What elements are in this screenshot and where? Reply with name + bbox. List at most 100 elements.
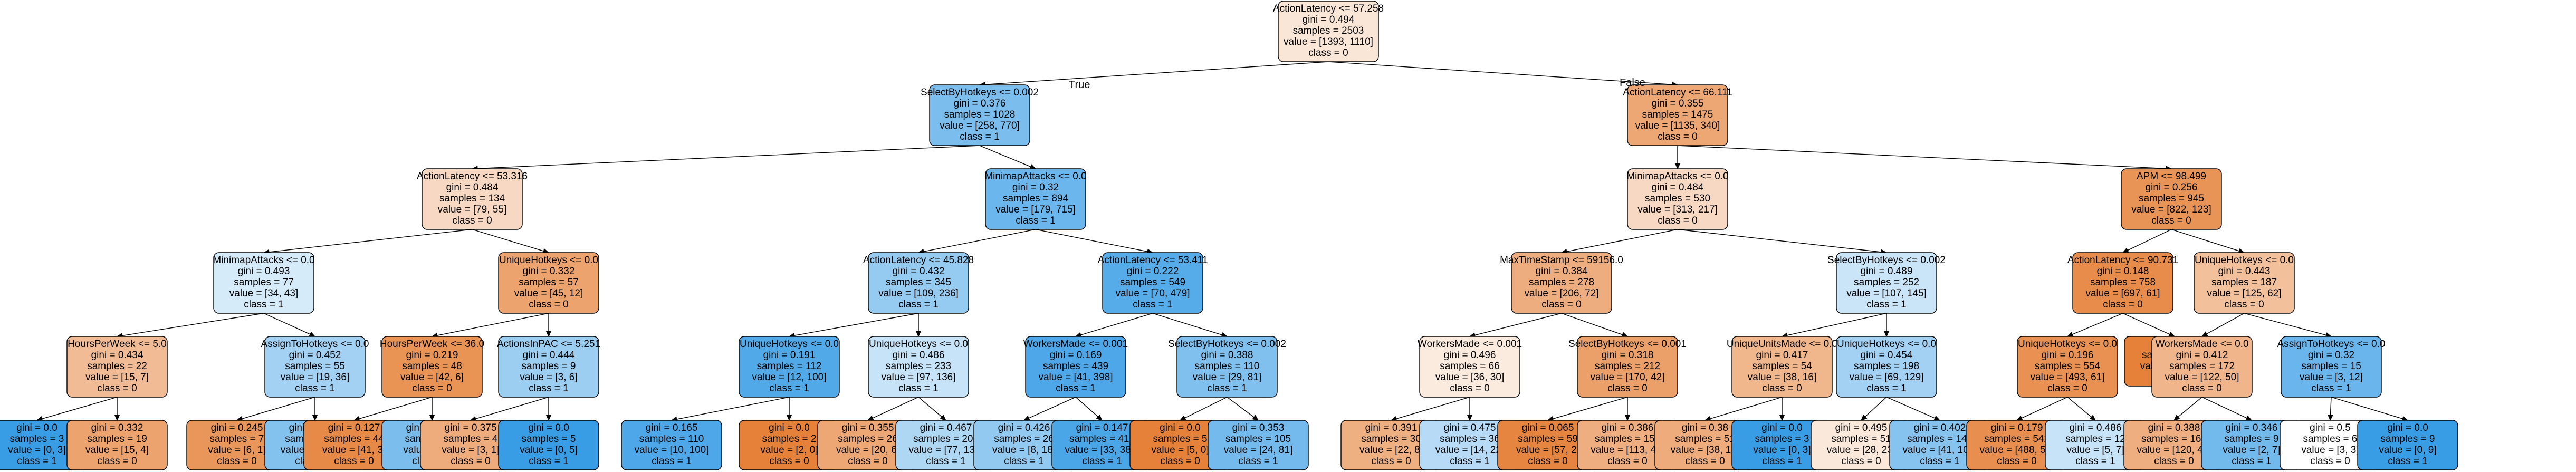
node-text-line: MaxTimeStamp <= 59156.0 [1500, 255, 1623, 266]
node-text-line: value = [97, 136] [881, 372, 955, 383]
node-text-line: gini = 0.454 [1861, 350, 1913, 361]
edge-arrowhead [2016, 415, 2023, 421]
node-text-line: samples = 134 [439, 193, 505, 204]
node-text-line: value = [36, 30] [1435, 372, 1504, 383]
node-text-line: samples = 66 [1440, 361, 1500, 372]
node-text-line: value = [29, 81] [1193, 372, 1261, 383]
node-text-line: value = [57, 2] [1516, 445, 1579, 456]
node-box [1419, 336, 1520, 398]
node-text-line: value = [2, 0] [760, 445, 818, 456]
node-text-line: samples = 542 [1984, 434, 2050, 445]
node-text-line: gini = 0.147 [1076, 422, 1128, 434]
tree-edge [1035, 229, 1148, 252]
node-text-line: value = [33, 380] [1065, 445, 1139, 456]
node-text-line: class = 1 [1082, 456, 1122, 467]
tree-edge [1396, 397, 1470, 419]
node-text-line: class = 0 [334, 456, 374, 467]
tree-edge [2206, 313, 2245, 334]
node-text-line: class = 1 [926, 456, 966, 467]
edge-label-false: False [1620, 77, 1645, 89]
node-text-line: value = [3, 12] [2300, 372, 2363, 383]
node-box [2072, 252, 2173, 314]
node-text-line: gini = 0.0 [528, 422, 569, 434]
node-text-line: value = [179, 715] [995, 204, 1076, 215]
node-text-line: gini = 0.169 [1050, 350, 1102, 361]
node-text-line: value = [70, 479] [1115, 288, 1190, 299]
node-box [929, 84, 1030, 146]
tree-edge [1566, 229, 1678, 252]
node-text-line: value = [1393, 1110] [1284, 36, 1373, 47]
node-text-line: gini = 0.384 [1536, 266, 1588, 277]
tree-edge [984, 61, 1329, 85]
node-box [498, 252, 599, 314]
node-text-line: samples = 233 [886, 361, 951, 372]
node-text-line: samples = 112 [757, 361, 822, 372]
node-box [422, 168, 523, 230]
node-text-line: samples = 945 [2139, 193, 2204, 204]
node-text-line: HoursPerWeek <= 36.0 [380, 339, 484, 350]
node-text-line: value = [5, 7] [2066, 445, 2124, 456]
node-text-line: class = 0 [769, 456, 809, 467]
node-text-line: class = 1 [2232, 456, 2272, 467]
node-text-line: samples = 163 [2141, 434, 2207, 445]
node-text-line: gini = 0.219 [406, 350, 458, 361]
node-text-line: samples = 549 [1120, 277, 1185, 288]
node-text-line: class = 0 [529, 299, 569, 310]
node-text-line: class = 1 [1016, 215, 1056, 226]
node-text-line: samples = 3 [10, 434, 64, 445]
node-text-line: MinimapAttacks <= 0.0 [984, 171, 1086, 182]
node-text-line: SelectByHotkeys <= 0.002 [1827, 255, 1946, 266]
node-text-line: class = 0 [452, 215, 492, 226]
node-text-line: class = 1 [2388, 456, 2428, 467]
node-text-line: HoursPerWeek <= 5.0 [68, 339, 167, 350]
node-text-line: gini = 0.494 [1303, 14, 1355, 25]
edge-arrowhead [1467, 415, 1473, 421]
node-box [1025, 336, 1126, 398]
node-text-line: value = [77, 130] [908, 445, 983, 456]
node-text-line: gini = 0.0 [769, 422, 810, 434]
node-text-line: value = [42, 6] [400, 372, 464, 383]
node-box [1278, 1, 1379, 62]
node-text-line: value = [14, 22] [1435, 445, 1504, 456]
tree-edge [1561, 313, 1623, 335]
node-box [2281, 336, 2382, 398]
node-text-line: UniqueHotkeys <= 0.0 [2018, 339, 2117, 350]
node-text-line: value = [38, 13] [1671, 445, 1739, 456]
node-text-line: class = 1 [529, 383, 569, 394]
tree-edge [1474, 313, 1562, 336]
node-box [498, 336, 599, 398]
node-text-line: value = [3, 1] [442, 445, 499, 456]
tree-edge [1677, 229, 1882, 253]
edge-arrowhead [1861, 415, 1868, 421]
edge-arrowhead [1179, 415, 1186, 421]
node-text-line: value = [822, 123] [2131, 204, 2211, 215]
edge-arrowhead [1933, 415, 1941, 421]
tree-edge [918, 397, 942, 418]
node-text-line: gini = 0.432 [893, 266, 945, 277]
node-text-line: samples = 51 [1675, 434, 1735, 445]
node-text-line: value = [313, 217] [1637, 204, 1718, 215]
edge-arrowhead [1096, 415, 1103, 421]
node-text-line: ActionLatency <= 45.828 [863, 255, 974, 266]
node-text-line: class = 0 [2182, 383, 2222, 394]
node-text-line: gini = 0.426 [998, 422, 1050, 434]
node-text-line: samples = 110 [639, 434, 704, 445]
tree-edge [2122, 313, 2170, 335]
node-text-line: samples = 153 [1595, 434, 1660, 445]
node-text-line: class = 1 [1238, 456, 1278, 467]
node-box [1627, 84, 1728, 146]
node-box [1836, 336, 1937, 398]
